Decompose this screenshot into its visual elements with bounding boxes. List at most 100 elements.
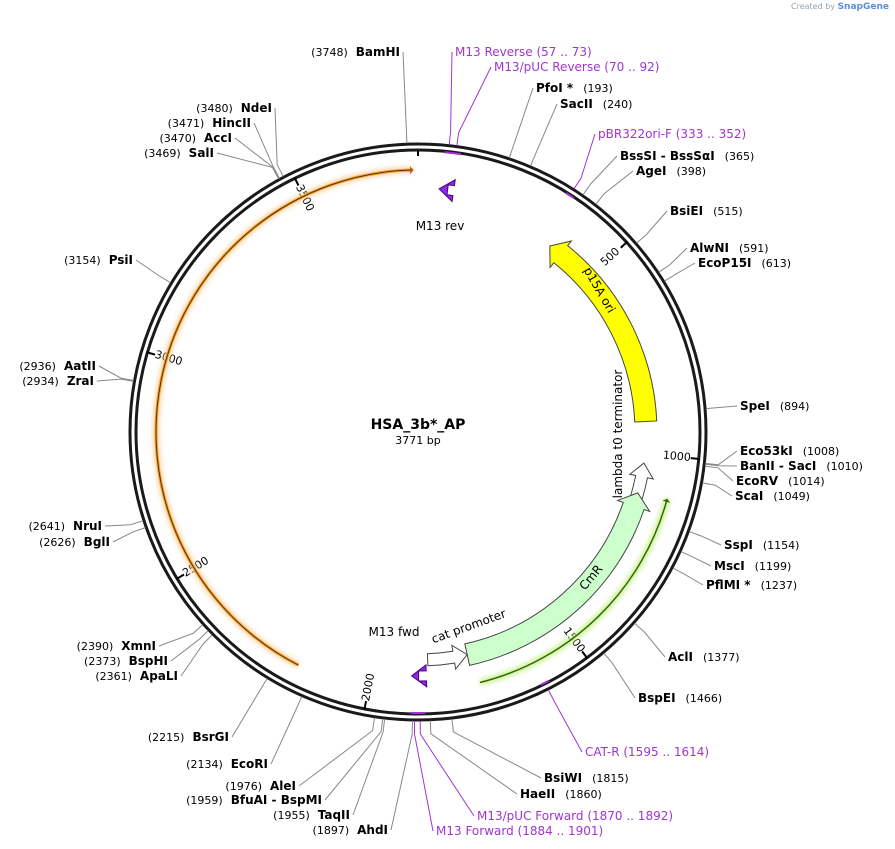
orf-arrowhead bbox=[409, 166, 414, 175]
leader-acli bbox=[634, 622, 666, 658]
enzyme-name-alwni: AlwNI bbox=[690, 241, 729, 255]
enzyme-name-bsphi: BspHI bbox=[129, 654, 168, 668]
orf-green-arrowhead bbox=[662, 498, 671, 503]
leader-taqii bbox=[352, 719, 386, 816]
leader-m13-puc-reverse bbox=[456, 66, 492, 146]
leader-bsphi bbox=[170, 630, 209, 662]
enzyme-name-bfuai-bspmi: BfuAI - BspMI bbox=[231, 793, 322, 807]
enzyme-label-ndei: (3480)NdeI bbox=[196, 101, 272, 115]
enzyme-pos-acli: (1377) bbox=[703, 651, 740, 664]
tick-2000 bbox=[363, 700, 368, 711]
enzyme-label-agei: AgeI(398) bbox=[636, 164, 706, 178]
enzyme-label-zrai: (2934)ZraI bbox=[22, 374, 94, 388]
enzyme-name-pflmi: PflMI * bbox=[706, 578, 751, 592]
enzyme-pos-pfoi: (193) bbox=[583, 82, 613, 95]
enzyme-pos-psii: (3154) bbox=[64, 254, 101, 267]
enzyme-pos-alei: (1976) bbox=[225, 780, 262, 793]
leader-bamhi bbox=[402, 51, 408, 144]
enzyme-label-hincii: (3471)HincII bbox=[168, 116, 251, 130]
enzyme-pos-sali: (3469) bbox=[144, 147, 181, 160]
leader-nrui bbox=[104, 520, 144, 527]
enzyme-name-pfoi: PfoI * bbox=[536, 81, 574, 95]
enzyme-name-ecori: EcoRI bbox=[231, 757, 268, 771]
enzyme-label-bsiei: BsiEI(515) bbox=[670, 204, 743, 218]
primer-label-pbr322ori-f: pBR322ori-F (333 .. 352) bbox=[598, 127, 746, 141]
tick-label-2000: 2000 bbox=[359, 672, 377, 702]
leader-bsiwi bbox=[451, 718, 542, 779]
enzyme-label-psii: (3154)PsiI bbox=[64, 253, 133, 267]
enzyme-pos-ndei: (3480) bbox=[196, 102, 233, 115]
leader-haeii bbox=[429, 720, 518, 795]
enzyme-pos-zrai: (2934) bbox=[22, 375, 59, 388]
leader-bsrgi bbox=[231, 678, 268, 738]
enzyme-label-bsssi-bsss-i: BssSI - BssSαI(365) bbox=[620, 149, 754, 163]
enzyme-label-bfuai-bspmi: (1959) BfuAI - BspMI bbox=[186, 793, 322, 807]
enzyme-pos-haeii: (1860) bbox=[565, 788, 602, 801]
enzyme-name-agei: AgeI bbox=[636, 164, 666, 178]
primer-label-m13-forward: M13 Forward (1884 .. 1901) bbox=[436, 824, 603, 838]
leader-m13-puc-forward bbox=[419, 720, 475, 817]
leader-banii-saci bbox=[705, 463, 738, 467]
snapgene-watermark: Created by SnapGene bbox=[791, 2, 889, 12]
leader-m13-forward bbox=[413, 720, 434, 832]
p15a-ori-arrow bbox=[549, 240, 658, 423]
enzyme-name-ecop15i: EcoP15I bbox=[698, 256, 752, 270]
enzyme-label-taqii: (1955)TaqII bbox=[273, 808, 350, 822]
enzyme-label-ecorv: EcoRV(1014) bbox=[736, 474, 825, 488]
leader-aatii bbox=[98, 365, 134, 381]
plasmid-size: 3771 bp bbox=[395, 434, 440, 447]
leader-ndei bbox=[274, 107, 284, 177]
leader-agei bbox=[595, 170, 634, 205]
leader-pbr322ori-f bbox=[573, 133, 596, 190]
enzyme-label-bspei: BspEI (1466) bbox=[638, 691, 722, 705]
leader-pflmi bbox=[672, 567, 704, 586]
enzyme-pos-sacii: (240) bbox=[603, 98, 633, 111]
enzyme-pos-bgli: (2626) bbox=[39, 536, 76, 549]
enzyme-pos-bamhi: (3748) bbox=[311, 46, 348, 59]
orf-line bbox=[155, 169, 414, 666]
enzyme-label-ahdi: (1897)AhdI bbox=[313, 823, 388, 837]
enzyme-pos-eco53ki: (1008) bbox=[803, 445, 840, 458]
enzyme-name-eco53ki: Eco53kI bbox=[740, 444, 793, 458]
enzyme-pos-ecop15i: (613) bbox=[762, 257, 792, 270]
enzyme-label-pflmi: PflMI *(1237) bbox=[706, 578, 797, 592]
enzyme-label-eco53ki: Eco53kI (1008) bbox=[740, 444, 839, 458]
enzyme-label-pfoi: PfoI * (193) bbox=[536, 81, 613, 95]
enzyme-name-haeii: HaeII bbox=[520, 787, 555, 801]
enzyme-name-bamhi: BamHI bbox=[356, 45, 400, 59]
leader-bsssi-bsss-i bbox=[582, 155, 618, 196]
enzyme-name-bgli: BglI bbox=[84, 535, 110, 549]
lambda-t0-terminator-label: lambda t0 terminator bbox=[611, 370, 625, 499]
leader-ecori bbox=[270, 696, 303, 765]
primer-mark-cat-r bbox=[540, 679, 550, 686]
enzyme-name-aatii: AatII bbox=[64, 359, 96, 373]
m13-rev-label: M13 rev bbox=[416, 219, 465, 233]
enzyme-label-bsrgi: (2215)BsrGI bbox=[148, 730, 229, 744]
leader-apali bbox=[180, 634, 213, 677]
m13-fwd-arrow bbox=[410, 663, 428, 688]
enzyme-label-xmni: (2390)XmnI bbox=[77, 639, 156, 653]
leader-sacii bbox=[530, 103, 558, 166]
enzyme-name-scai: ScaI bbox=[735, 489, 763, 503]
enzyme-name-sspi: SspI bbox=[724, 538, 753, 552]
enzyme-pos-bsssi-bsss-i: (365) bbox=[725, 150, 755, 163]
enzyme-pos-bspei: (1466) bbox=[686, 692, 723, 705]
enzyme-pos-ahdi: (1897) bbox=[313, 824, 350, 837]
enzyme-name-nrui: NruI bbox=[73, 519, 102, 533]
lambda-t0-terminator-arrow bbox=[628, 462, 655, 501]
enzyme-name-acli: AclI bbox=[668, 650, 693, 664]
enzyme-pos-bsrgi: (2215) bbox=[148, 731, 185, 744]
orf-green-line bbox=[479, 498, 668, 684]
enzyme-pos-ecori: (2134) bbox=[186, 758, 223, 771]
enzyme-pos-xmni: (2390) bbox=[77, 640, 114, 653]
leader-ecorv bbox=[704, 465, 734, 482]
enzyme-pos-bfuai-bspmi: (1959) bbox=[186, 794, 223, 807]
leader-bfuai-bspmi bbox=[324, 718, 384, 801]
enzyme-name-bspei: BspEI bbox=[638, 691, 676, 705]
enzyme-name-alei: AleI bbox=[270, 779, 296, 793]
enzyme-label-sali: (3469)SalI bbox=[144, 146, 214, 160]
enzyme-label-spei: SpeI(894) bbox=[740, 399, 809, 413]
leader-alwni bbox=[658, 247, 688, 273]
